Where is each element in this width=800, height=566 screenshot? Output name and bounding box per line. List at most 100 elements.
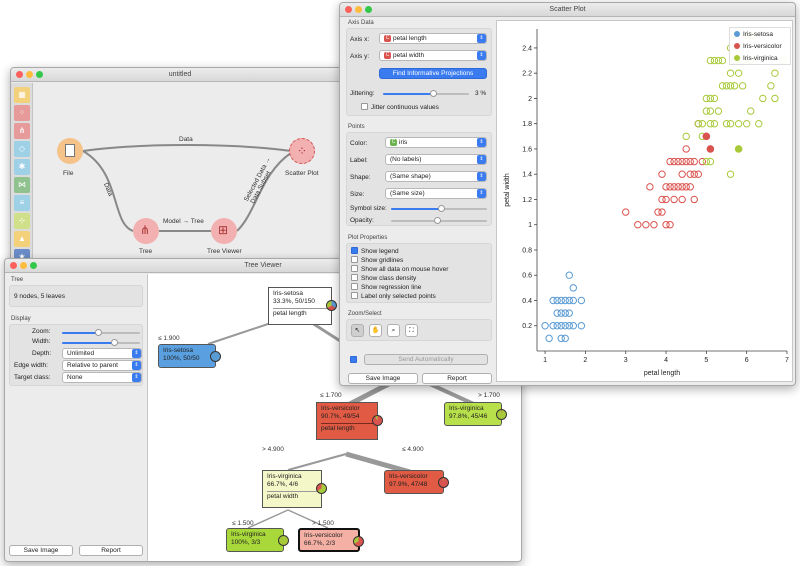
checkbox-box[interactable] [351, 247, 358, 254]
label-selected-checkbox[interactable]: Label only selected points [351, 292, 436, 300]
education-icon[interactable]: ▲ [14, 231, 30, 247]
model-icon[interactable]: ◇ [14, 141, 30, 157]
close-button[interactable] [16, 71, 23, 78]
checkbox-box[interactable] [350, 356, 357, 363]
close-button[interactable] [10, 262, 17, 269]
tree-icon[interactable]: ⋔ [14, 123, 30, 139]
checkbox-box[interactable] [351, 256, 358, 263]
canvas-titlebar[interactable]: untitled [11, 68, 349, 82]
minimize-button[interactable] [20, 262, 27, 269]
tree-node-versicolor-left[interactable]: Iris-versicolor 66.7%, 2/3 [298, 528, 364, 552]
zoom-button[interactable] [36, 71, 43, 78]
data-point [642, 221, 650, 229]
edge-width-combo[interactable]: Relative to parent⇕ [62, 360, 142, 371]
pie-chart-icon [278, 535, 289, 546]
show-regression-checkbox[interactable]: Show regression line [351, 283, 421, 291]
send-automatically-checkbox[interactable] [350, 356, 360, 364]
y-tick-label: 0.4 [522, 298, 532, 305]
pointer-icon: ↖ [354, 327, 361, 334]
data-point [706, 56, 715, 65]
zoom-slider-knob[interactable] [95, 329, 102, 336]
width-slider[interactable] [62, 339, 140, 346]
evaluate-icon[interactable]: ⊹ [14, 213, 30, 229]
checkbox-box[interactable] [351, 292, 358, 299]
show-all-data-checkbox[interactable]: Show all data on mouse hover [351, 265, 448, 273]
tree-node-virginica-right[interactable]: Iris-virginica 97.8%, 45/46 [444, 402, 507, 426]
select-tool-button[interactable]: ↖ [351, 324, 364, 337]
tree-node-virginica-left[interactable]: Iris-virginica 100%, 3/3 [226, 528, 289, 552]
width-slider-knob[interactable] [111, 339, 118, 346]
data-point [759, 94, 767, 103]
opacity-slider-knob[interactable] [434, 217, 441, 224]
canvas-window: untitled ▦ ⁘ ⋔ ◇ ✱ ⋈ ≡ ⊹ ▲ ★ Data Data M… [10, 67, 350, 267]
shape-combo[interactable]: (Same shape)⇕ [385, 171, 487, 182]
data-point [541, 322, 549, 330]
tree-canvas[interactable]: ≤ 1.900 ≤ 1.700 > 1.700 > 4.900 ≤ 4.900 … [147, 274, 521, 561]
learner-icon[interactable]: ⋈ [14, 177, 30, 193]
save-image-button[interactable]: Save Image [9, 545, 73, 556]
jittering-slider[interactable] [383, 90, 469, 97]
size-combo[interactable]: (Same size)⇕ [385, 188, 487, 199]
save-image-button[interactable]: Save Image [348, 373, 418, 384]
checkbox-box[interactable] [351, 283, 358, 290]
reset-zoom-button[interactable]: ⛶ [405, 324, 418, 337]
tree-node-versicolor[interactable]: Iris-versicolor 90.7%, 49/54 petal lengt… [316, 402, 383, 440]
window-title: Tree Viewer [244, 262, 282, 269]
zoom-slider[interactable] [62, 329, 140, 336]
report-button[interactable]: Report [79, 545, 143, 556]
scatter-icon[interactable]: ⁘ [14, 105, 30, 121]
minimize-button[interactable] [355, 6, 362, 13]
shape-label: Shape: [350, 174, 371, 181]
text-icon[interactable]: ≡ [14, 195, 30, 211]
label-combo[interactable]: (No labels)⇕ [385, 154, 487, 165]
pie-chart-icon [496, 409, 507, 420]
display-section-title: Display [11, 316, 31, 322]
checkbox-box[interactable] [361, 103, 368, 110]
show-legend-checkbox[interactable]: Show legend [351, 247, 399, 255]
checkbox-box[interactable] [351, 274, 358, 281]
tree-viewer-widget-icon[interactable]: ⊞ [211, 218, 237, 244]
symbol-size-slider[interactable] [391, 205, 487, 212]
checkbox-box[interactable] [351, 265, 358, 272]
x-tick-label: 4 [664, 357, 668, 364]
data-point [565, 309, 573, 317]
table-icon[interactable]: ▦ [14, 87, 30, 103]
data-point [714, 56, 723, 65]
edge-label-7: > 1.500 [312, 520, 334, 527]
send-automatically-button[interactable]: Send Automatically [364, 354, 488, 365]
pie-chart-icon [438, 477, 449, 488]
close-button[interactable] [345, 6, 352, 13]
zoom-button[interactable] [30, 262, 37, 269]
cluster-icon[interactable]: ✱ [14, 159, 30, 175]
depth-combo[interactable]: Unlimited⇕ [62, 348, 142, 359]
zoom-tool-button[interactable]: ⌕ [387, 324, 400, 337]
symbol-size-slider-knob[interactable] [438, 205, 445, 212]
data-point [561, 309, 569, 317]
tree-node-virginica-mid[interactable]: Iris-virginica 66.7%, 4/6 petal width [262, 470, 327, 508]
tree-node-versicolor-right[interactable]: Iris-versicolor 97.9%, 47/48 [384, 470, 449, 494]
show-gridlines-checkbox[interactable]: Show gridlines [351, 256, 403, 264]
pan-tool-button[interactable]: ✋ [369, 324, 382, 337]
tree-widget-icon[interactable]: ⋔ [133, 218, 159, 244]
data-point [682, 145, 690, 153]
report-button[interactable]: Report [422, 373, 492, 384]
minimize-button[interactable] [26, 71, 33, 78]
tree-node-setosa[interactable]: Iris-setosa 100%, 50/50 [158, 344, 221, 368]
target-class-combo[interactable]: None⇕ [62, 372, 142, 383]
data-point [690, 195, 698, 204]
jittering-slider-knob[interactable] [430, 90, 437, 97]
find-projections-button[interactable]: Find Informative Projections [379, 68, 487, 79]
file-widget-icon[interactable] [57, 138, 83, 164]
scatter-widget-icon[interactable]: ⁘ [289, 138, 315, 164]
opacity-slider[interactable] [391, 217, 487, 224]
scatter-titlebar[interactable]: Scatter Plot [340, 3, 795, 17]
target-class-label: Target class: [14, 374, 51, 381]
jitter-continuous-checkbox[interactable]: Jitter continuous values [361, 103, 439, 111]
show-class-density-checkbox[interactable]: Show class density [351, 274, 416, 282]
zoom-button[interactable] [365, 6, 372, 13]
tree-node-root[interactable]: Iris-setosa 33.3%, 50/150 petal length [268, 287, 337, 325]
